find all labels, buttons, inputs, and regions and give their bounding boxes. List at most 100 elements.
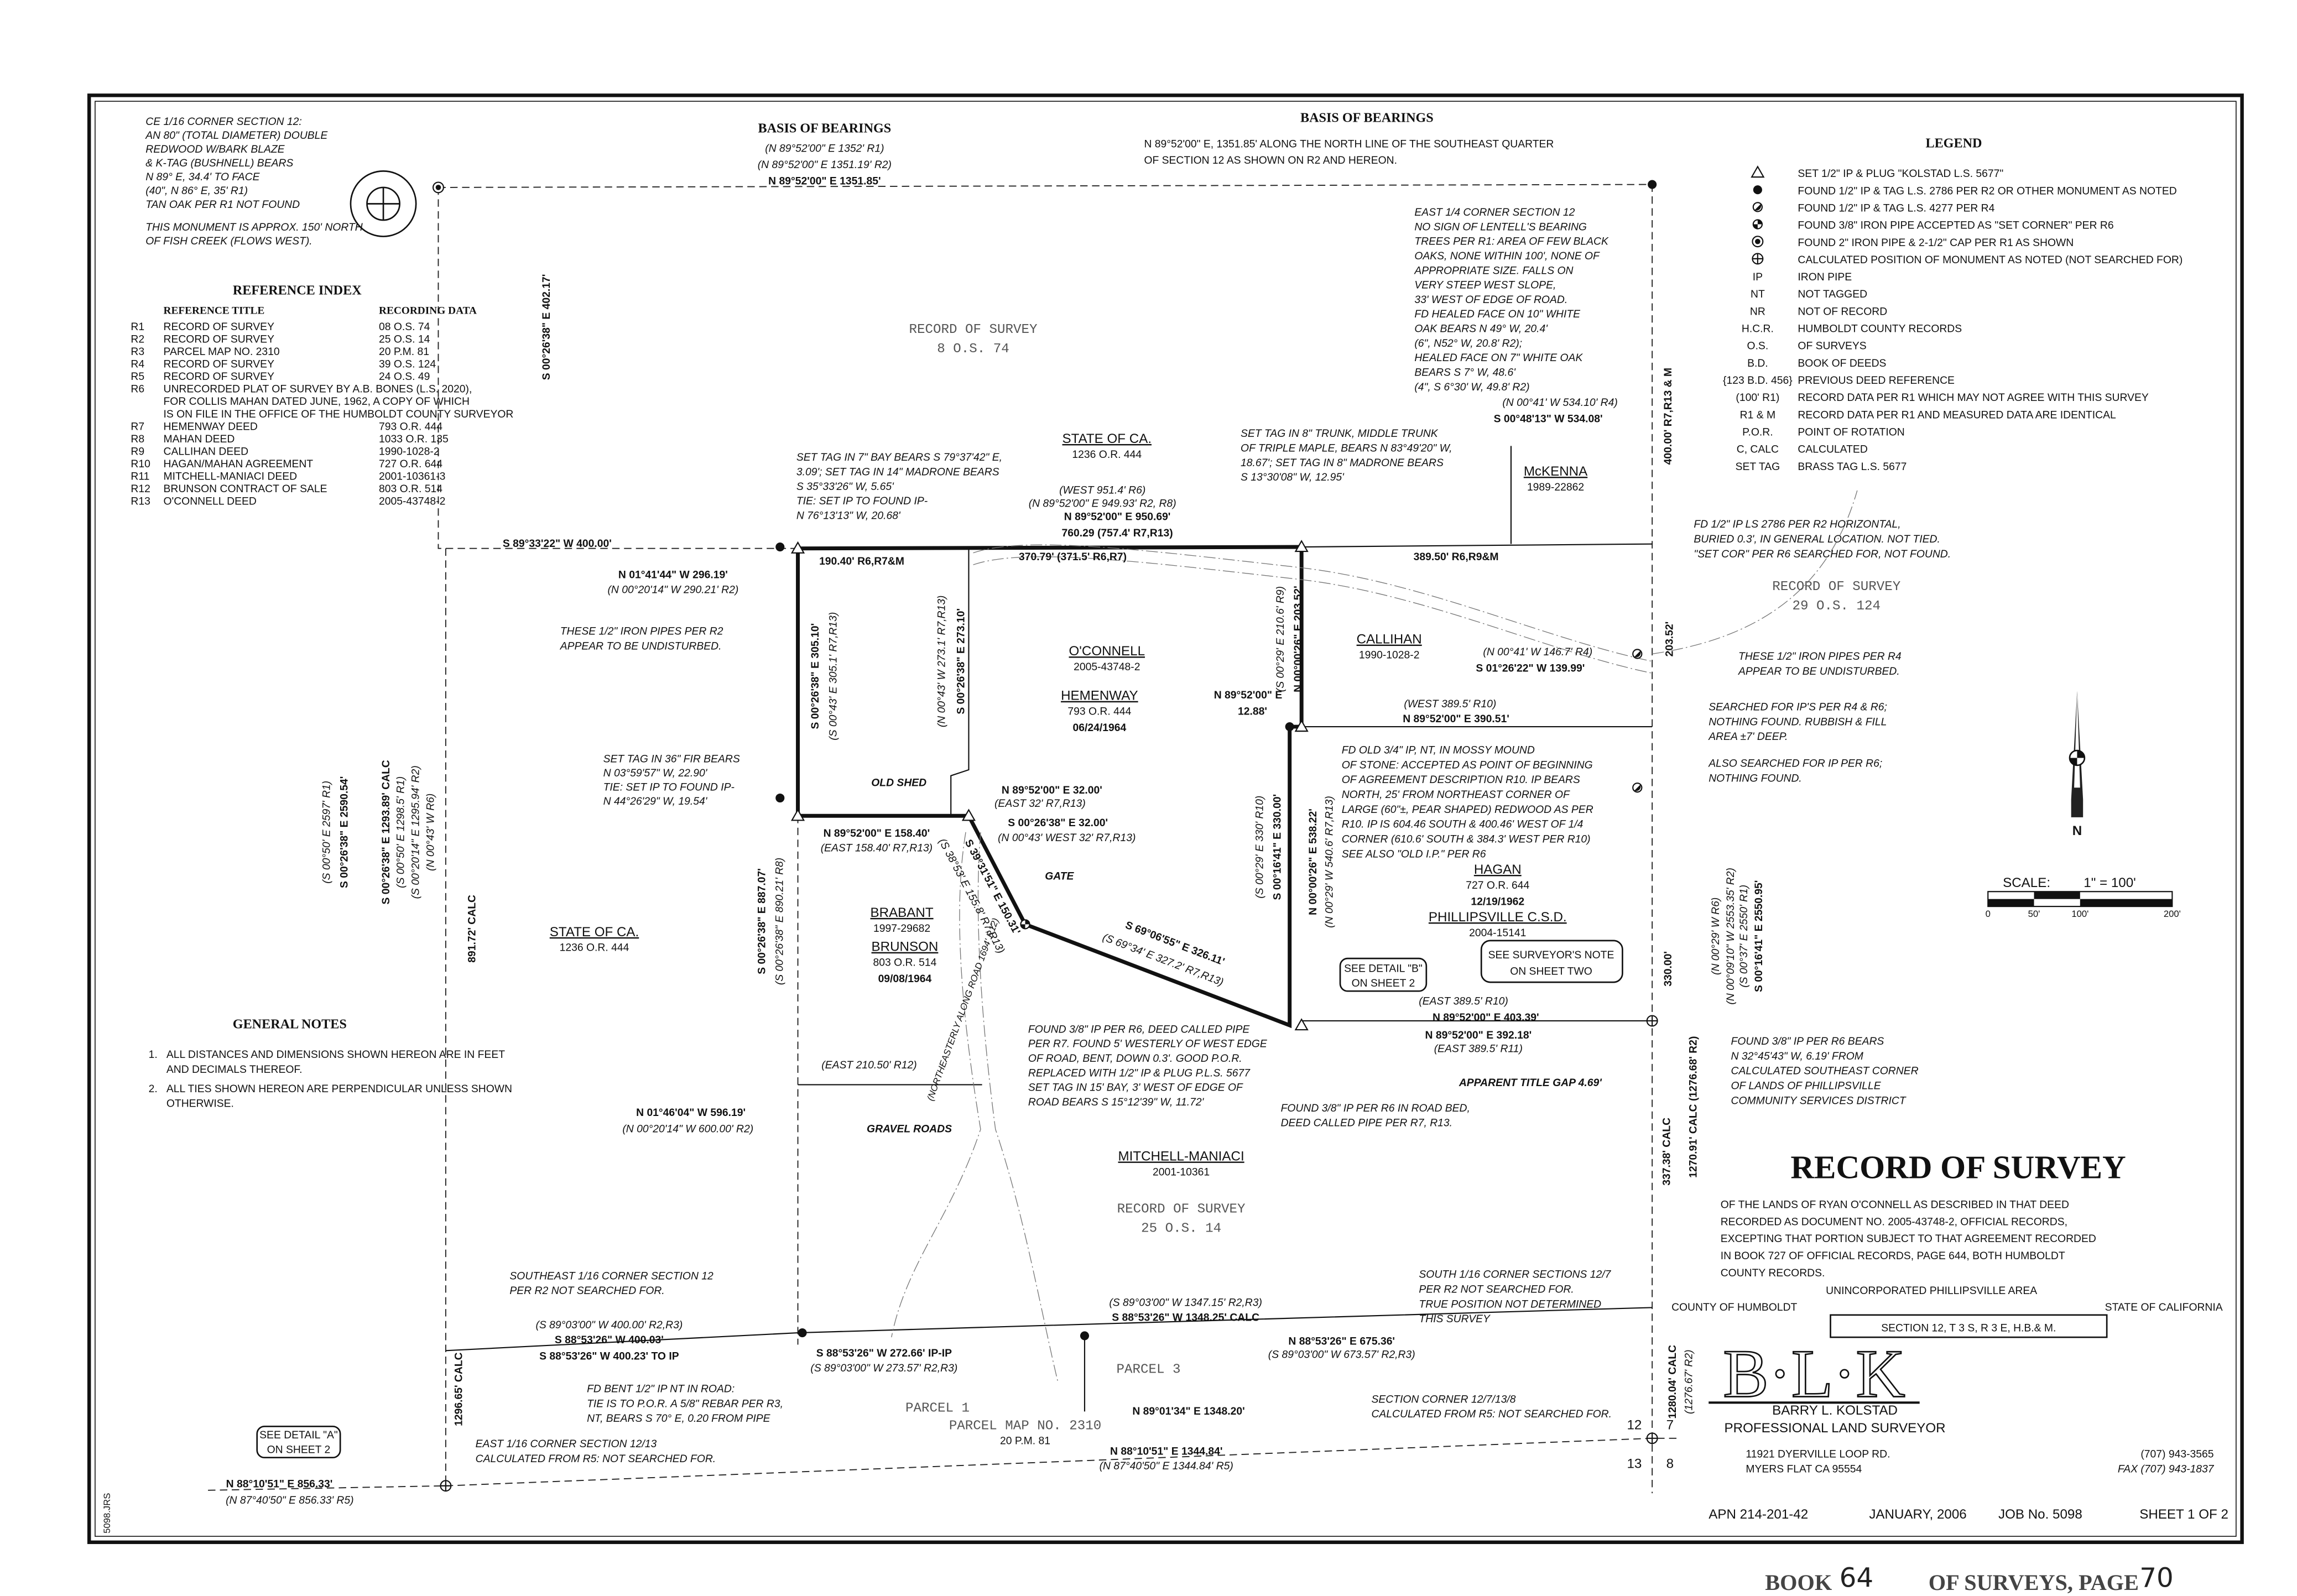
- callout-found-se: COMMUNITY SERVICES DISTRICT: [1731, 1094, 1907, 1107]
- callout-pipes-r2: THESE 1/2" IRON PIPES PER R2: [560, 625, 723, 638]
- detail-b-box: [1339, 957, 1428, 992]
- reference-data: 2001-10361-3: [379, 471, 445, 483]
- title-description: COUNTY RECORDS.: [1721, 1267, 1825, 1279]
- bearing-label: GRAVEL ROADS: [867, 1123, 952, 1135]
- bearing-label: S 00°48'13" W 534.08': [1494, 413, 1603, 425]
- corner-note-line: TAN OAK PER R1 NOT FOUND: [145, 199, 300, 211]
- bearing-label: N 88°10'51" E 1344.84': [1110, 1445, 1222, 1457]
- bearing-label: 1270.91' CALC (1276.68' R2): [1687, 1036, 1700, 1178]
- title-state: STATE OF CALIFORNIA: [2105, 1301, 2223, 1313]
- bearing-label: N 89°52'00" E 392.18': [1425, 1029, 1532, 1041]
- bearing-label: OLD SHED: [871, 777, 926, 789]
- callout-pob: SEE ALSO "OLD I.P." PER R6: [1342, 848, 1486, 860]
- basis-left-line: N 89°52'00" E 1351.85': [768, 175, 881, 187]
- callout-pob: OF AGREEMENT DESCRIPTION R10. IP BEARS: [1342, 774, 1580, 786]
- reference-title: FOR COLLIS MAHAN DATED JUNE, 1962, A COP…: [163, 395, 469, 408]
- callout-searched-r4r6: AREA ±7' DEEP.: [1708, 731, 1788, 743]
- callout-found-se: N 32°45'43" W, 6.19' FROM: [1731, 1050, 1864, 1062]
- callout-maple-tag: S 13°30'08" W, 12.95': [1241, 471, 1345, 483]
- north-arrow: [2069, 691, 2086, 817]
- legend-text: POINT OF ROTATION: [1798, 426, 1904, 439]
- north-label: N: [2072, 823, 2082, 838]
- bearing-label: S 00°16'41" E 330.00': [1272, 794, 1284, 900]
- file-code: 5098.JRS: [102, 1493, 112, 1534]
- bearing-label: N 89°52'00" E 32.00': [1002, 784, 1102, 796]
- basis-left-line: (N 89°52'00" E 1351.19' R2): [758, 159, 892, 171]
- bearing-label: (1276.67' R2): [1683, 1349, 1695, 1414]
- scale-bar: [1987, 891, 2173, 907]
- phone: (707) 943-3565: [2140, 1448, 2213, 1461]
- parcel-name: MITCHELL-MANIACI: [1118, 1149, 1244, 1164]
- legend-code: R1 & M: [1740, 409, 1775, 421]
- reference-id: R4: [131, 358, 144, 371]
- bearing-label: (WEST 951.4' R6): [1059, 484, 1145, 496]
- bearing-label: 760.29 (757.4' R7,R13): [1061, 527, 1173, 539]
- bearing-label: 1296.65' CALC: [452, 1352, 465, 1426]
- callout-found-r6-pipe: FOUND 3/8" IP PER R6, DEED CALLED PIPE: [1028, 1023, 1250, 1035]
- reference-id: R3: [131, 346, 144, 358]
- bearing-label: S 88°53'26" W 272.66' IP-IP: [816, 1347, 952, 1359]
- callout-se-sixteenth: SOUTHEAST 1/16 CORNER SECTION 12: [509, 1270, 713, 1282]
- reference-id: R10: [131, 458, 150, 470]
- surveyors-note-text: SEE SURVEYOR'S NOTE: [1488, 949, 1614, 961]
- bearing-label: N 88°10'51" E 856.33': [226, 1478, 333, 1490]
- job-number: JOB No. 5098: [1998, 1507, 2082, 1522]
- reference-id: R13: [131, 496, 150, 508]
- bearing-label: (S 00°29' E 330' R10): [1253, 796, 1265, 899]
- callout-maple-tag: OF TRIPLE MAPLE, BEARS N 83°49'20" W,: [1241, 442, 1452, 455]
- parcel-ref: 2004-15141: [1469, 927, 1526, 939]
- legend-header: LEGEND: [1925, 135, 1982, 150]
- bearing-label: (N 00°29' W R6): [1710, 898, 1722, 975]
- bearing-label: S 01°26'22" W 139.99': [1476, 663, 1585, 675]
- bearing-label: N 01°41'44" W 296.19': [618, 568, 728, 581]
- corner-note-line: CE 1/16 CORNER SECTION 12:: [145, 116, 301, 128]
- note-number: 1.: [149, 1049, 158, 1061]
- bearing-label: 7: [1666, 1418, 1674, 1433]
- callout-searched-r6: NOTHING FOUND.: [1709, 772, 1802, 784]
- bearing-label: 13: [1627, 1457, 1642, 1472]
- crossed-circle-icon: [1646, 1432, 1658, 1444]
- bearing-label: 190.40' R6,R7&M: [819, 555, 904, 567]
- callout-east-quarter: FD HEALED FACE ON 10" WHITE: [1414, 308, 1581, 320]
- legend-code: SET TAG: [1736, 461, 1780, 473]
- callout-s-sixteenth: THIS SURVEY: [1419, 1313, 1491, 1325]
- parcel-name: McKENNA: [1524, 464, 1588, 479]
- bearing-label: (EAST 210.50' R12): [821, 1059, 916, 1071]
- bearing-label: (N 00°20'14" W 290.21' R2): [607, 583, 738, 596]
- bearing-label: (S 00°50' E 2597' R1): [320, 781, 332, 884]
- callout-section-corner: SECTION CORNER 12/7/13/8: [1371, 1393, 1515, 1405]
- parcel-name: BRABANT: [871, 905, 934, 920]
- callout-fd-ls2786: BURIED 0.3', IN GENERAL LOCATION. NOT TI…: [1694, 533, 1940, 545]
- bearing-label: (S 89°03'00" W 673.57' R2,R3): [1268, 1349, 1415, 1361]
- parcel-name: STATE OF CA.: [1062, 431, 1152, 446]
- callout-pob: R10. IP IS 604.46 SOUTH & 400.46' WEST O…: [1342, 818, 1584, 831]
- callout-s-sixteenth: SOUTH 1/16 CORNER SECTIONS 12/7: [1419, 1269, 1611, 1281]
- legend-text: FOUND 1/2" IP & TAG L.S. 4277 PER R4: [1798, 202, 1994, 214]
- bearing-label: N 89°52'00" E: [1214, 689, 1283, 701]
- legend-code: H.C.R.: [1742, 323, 1774, 335]
- callout-found-r6-pipe: OF ROAD, BENT, DOWN 0.3'. GOOD P.O.R.: [1028, 1052, 1242, 1065]
- corner-note-line: REDWOOD W/BARK BLAZE: [145, 143, 285, 155]
- filled-dot-icon: [1753, 185, 1762, 195]
- parcel-date: 12/19/1962: [1471, 895, 1524, 907]
- bearing-label: (S 00°43' E 305.1' R7,R13): [827, 612, 839, 740]
- stamp-page-label: OF SURVEYS, PAGE: [1929, 1570, 2139, 1595]
- detail-b-text: SEE DETAIL "B": [1344, 962, 1423, 974]
- title-section: SECTION 12, T 3 S, R 3 E, H.B.& M.: [1881, 1322, 2056, 1334]
- legend-text: OF SURVEYS: [1798, 340, 1866, 352]
- callout-section-corner: CALCULATED FROM R5: NOT SEARCHED FOR.: [1371, 1408, 1612, 1420]
- reference-title: RECORD OF SURVEY: [163, 358, 274, 371]
- reference-title: IS ON FILE IN THE OFFICE OF THE HUMBOLDT…: [163, 408, 513, 420]
- parcel-ref: 1990-1028-2: [1359, 649, 1420, 661]
- parcel-ref: 727 O.R. 644: [1466, 879, 1529, 891]
- corner-note-line: THIS MONUMENT IS APPROX. 150' NORTH: [145, 221, 363, 233]
- bearing-label: (S 00°26'38" E 890.21' R8): [774, 858, 786, 985]
- bearing-label: (N 00°41' W 534.10' R4): [1502, 397, 1618, 409]
- callout-se-sixteenth: PER R2 NOT SEARCHED FOR.: [509, 1285, 664, 1297]
- callout-found-r6-pipe: SET TAG IN 15' BAY, 3' WEST OF EDGE OF: [1028, 1082, 1243, 1094]
- bearing-label: (N 00°41' W 146.7' R4): [1483, 646, 1592, 658]
- reference-title: MITCHELL-MANIACI DEED: [163, 471, 297, 483]
- triangle-icon: [961, 809, 976, 821]
- title-county: COUNTY OF HUMBOLDT: [1671, 1301, 1797, 1313]
- bearing-label: S 88°53'26" W 400.23' TO IP: [539, 1350, 679, 1362]
